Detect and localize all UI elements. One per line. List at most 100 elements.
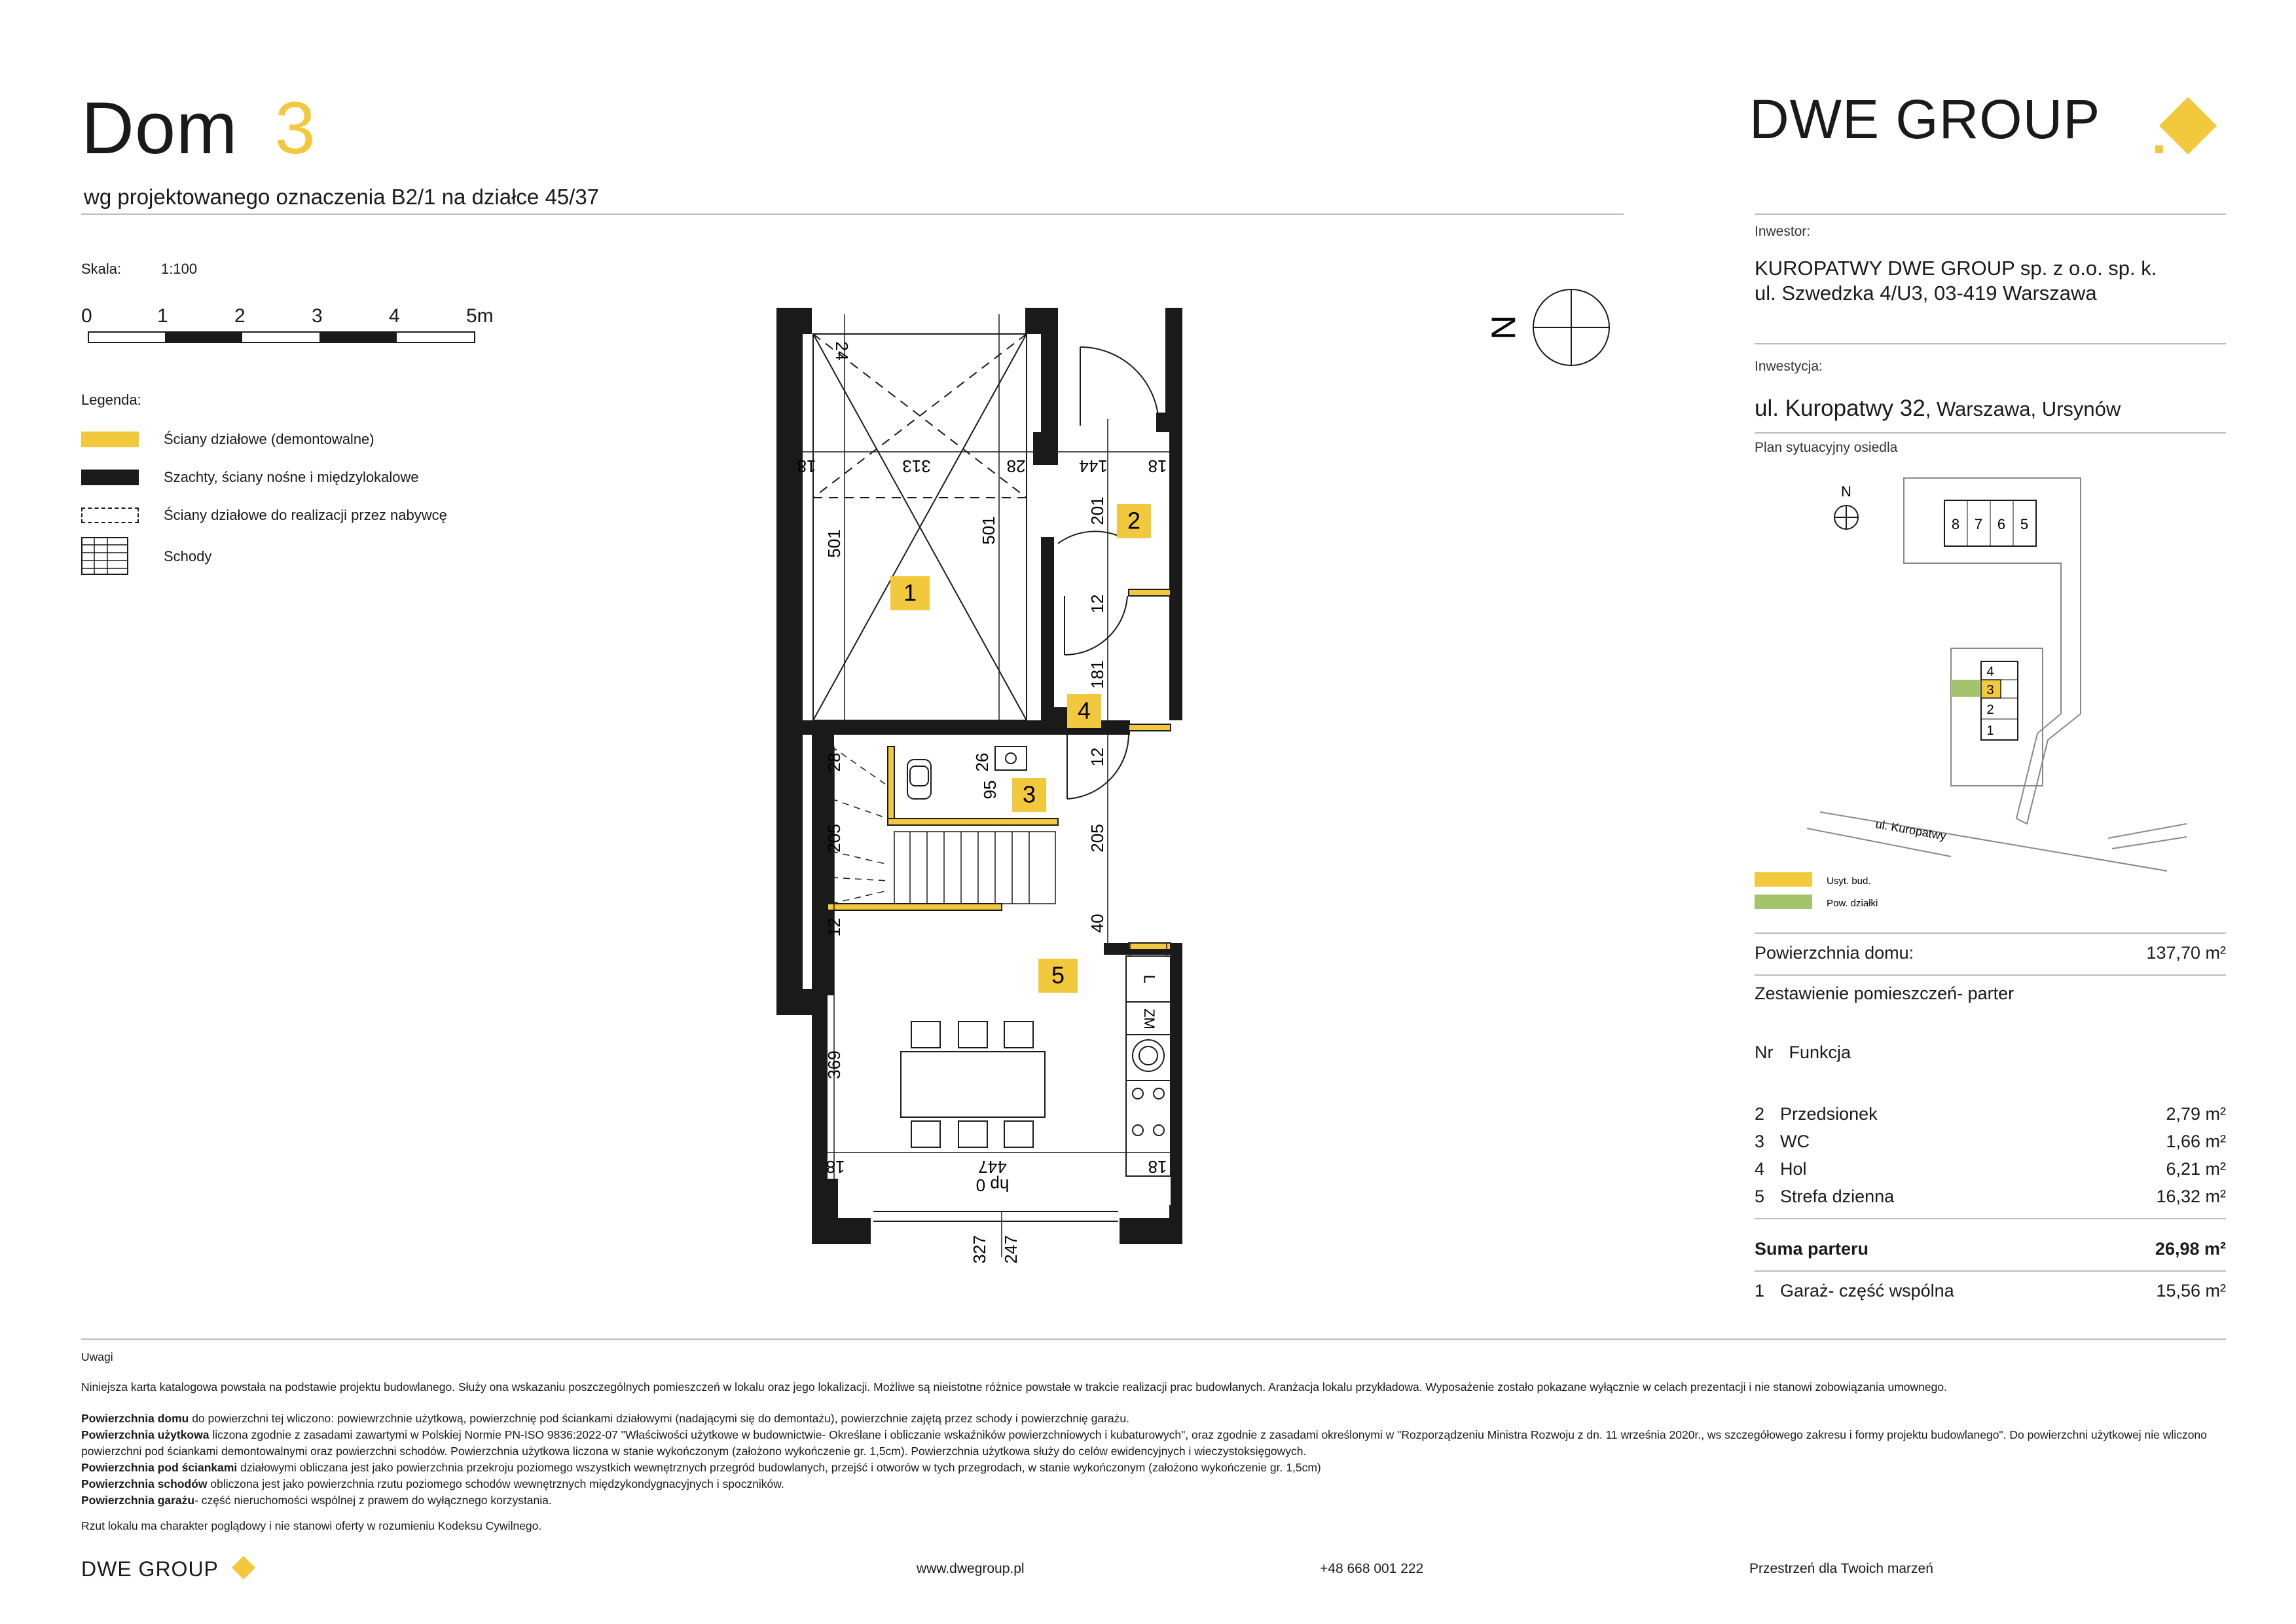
legend-title: Legenda: xyxy=(81,392,141,408)
rooms-table-title: Zestawienie pomieszczeń- parter xyxy=(1755,984,2226,1004)
dim: 28 xyxy=(824,753,844,772)
room-number: 4 xyxy=(1078,697,1091,724)
sum-row: Suma parteru 26,98 m² xyxy=(1755,1239,2226,1259)
brand-logo: DWE GROUP xyxy=(1749,88,2101,150)
note-term: Powierzchnia pod ściankami xyxy=(81,1461,238,1474)
sum-value: 26,98 m² xyxy=(2155,1239,2226,1259)
site-legend-label: Usyt. bud. xyxy=(1827,876,1871,887)
row-nr: 1 xyxy=(1755,1281,1765,1301)
row-area: 6,21 m² xyxy=(2166,1159,2226,1179)
site-unit: 4 xyxy=(1986,665,1994,679)
col-nr: Nr xyxy=(1755,1043,1774,1062)
investor-label: Inwestor: xyxy=(1755,224,1811,239)
investment-location: ul. Kuropatwy 32, Warszawa, Ursynów xyxy=(1755,396,2121,422)
note-line: Powierzchnia garażu- część nieruchomości… xyxy=(81,1492,2235,1509)
dim: 447 xyxy=(978,1157,1006,1177)
dim: 205 xyxy=(1087,824,1107,852)
notes-disclaimer: Rzut lokalu ma charakter poglądowy i nie… xyxy=(81,1519,542,1532)
site-unit: 5 xyxy=(2020,516,2028,532)
footer-slogan: Przestrzeń dla Twoich marzeń xyxy=(1749,1561,1933,1576)
legend-item: Ściany działowe do realizacji przez naby… xyxy=(81,506,447,525)
site-plan-label: Plan sytuacyjny osiedla xyxy=(1755,440,1898,455)
note-line: Powierzchnia domu do powierzchni tej wli… xyxy=(81,1411,2235,1427)
scale-tick: 1 xyxy=(157,305,168,327)
house-number: 3 xyxy=(274,87,316,169)
dimension-labels: 24 18 313 28 144 18 501 501 201 12 181 1… xyxy=(797,342,1167,1264)
room-number: 1 xyxy=(903,580,917,606)
site-unit: 7 xyxy=(1975,516,1982,532)
divider xyxy=(1755,1270,2226,1272)
dim: 40 xyxy=(1087,914,1107,933)
dim: 501 xyxy=(979,516,998,544)
row-name: Garaż- część wspólna xyxy=(1780,1281,1954,1301)
footer-phone[interactable]: +48 668 001 222 xyxy=(1320,1561,1424,1576)
note-text: liczona zgodnie z zasadami zawartymi w P… xyxy=(81,1428,2207,1458)
garage xyxy=(812,333,1027,721)
note-text: do powierzchni tej wliczono: powiewrzchn… xyxy=(189,1412,1129,1425)
footer-brand: DWE GROUP xyxy=(81,1557,219,1581)
dim: 201 xyxy=(1087,496,1107,525)
divider xyxy=(1755,932,2226,934)
notes-title: Uwagi xyxy=(81,1350,113,1363)
note-term: Powierzchnia domu xyxy=(81,1412,189,1425)
site-unit: 8 xyxy=(1952,516,1959,532)
dimension-lines xyxy=(803,314,1182,1257)
table-row: 4 Hol 6,21 m² xyxy=(1755,1159,2226,1179)
scale-value: 1:100 xyxy=(161,261,198,277)
investment-street: ul. Kuropatwy 32 xyxy=(1755,396,1925,421)
footer-diamond-icon xyxy=(232,1556,255,1579)
site-north-compass: N xyxy=(1834,483,1859,530)
site-north-label: N xyxy=(1841,483,1851,500)
row-area: 2,79 m² xyxy=(2166,1104,2226,1124)
dim: 28 xyxy=(1007,456,1026,476)
legend-swatch-black xyxy=(81,470,139,485)
dim: 18 xyxy=(1148,456,1167,476)
note-text: obliczona jest jako powierzchnia rzutu p… xyxy=(207,1477,784,1490)
dim: 313 xyxy=(902,456,930,476)
scale-tick: 0 xyxy=(81,305,92,327)
footer-website[interactable]: www.dwegroup.pl xyxy=(917,1561,1025,1576)
divider xyxy=(1755,974,2226,976)
legend-swatch-yellow xyxy=(81,432,139,447)
dim: 95 xyxy=(980,781,1000,800)
dim: 247 xyxy=(1001,1235,1021,1263)
notes-divider xyxy=(81,1338,2226,1340)
house-area-label: Powierzchnia domu: xyxy=(1755,943,1914,963)
row-name: Hol xyxy=(1780,1159,1807,1179)
dim: 205 xyxy=(824,824,844,852)
dim: 18 xyxy=(826,1157,845,1177)
dim: 181 xyxy=(1087,660,1107,688)
scale-ticks: 0 1 2 3 4 5m xyxy=(81,305,500,329)
kitchen xyxy=(1125,942,1171,1177)
row-name: WC xyxy=(1780,1132,1810,1151)
page-subtitle: wg projektowanego oznaczenia B2/1 na dzi… xyxy=(84,185,600,209)
legend-label: Ściany działowe do realizacji przez naby… xyxy=(164,507,447,523)
investment-label: Inwestycja: xyxy=(1755,359,1823,374)
note-line: Powierzchnia schodów obliczona jest jako… xyxy=(81,1476,2235,1492)
dim: 18 xyxy=(1148,1157,1167,1177)
floor-plan: N xyxy=(776,289,1610,1264)
dim: 12 xyxy=(1087,748,1107,767)
legend-label: Szachty, ściany nośne i międzylokalowe xyxy=(164,469,419,485)
scale-tick: 5m xyxy=(466,305,494,327)
dim: 144 xyxy=(1079,456,1107,476)
scale-tick: 2 xyxy=(234,305,246,327)
dim: 12 xyxy=(1087,595,1107,614)
site-legend-label: Pow. działki xyxy=(1827,898,1878,909)
room-badges: 1 2 3 4 5 xyxy=(890,504,1151,993)
stairs xyxy=(831,746,1056,904)
north-label: N xyxy=(1484,315,1522,340)
note-term: Powierzchnia schodów xyxy=(81,1477,208,1490)
row-nr: 5 xyxy=(1755,1187,1765,1206)
site-unit: 3 xyxy=(1986,683,1994,697)
legend-label: Ściany działowe (demontowalne) xyxy=(164,431,374,447)
rooms-title: Zestawienie pomieszczeń- parter xyxy=(1755,984,2014,1003)
row-area: 1,66 m² xyxy=(2166,1132,2226,1151)
row-nr: 4 xyxy=(1755,1159,1765,1179)
note-text: - część nieruchomości wspólnej z prawem … xyxy=(194,1494,552,1507)
